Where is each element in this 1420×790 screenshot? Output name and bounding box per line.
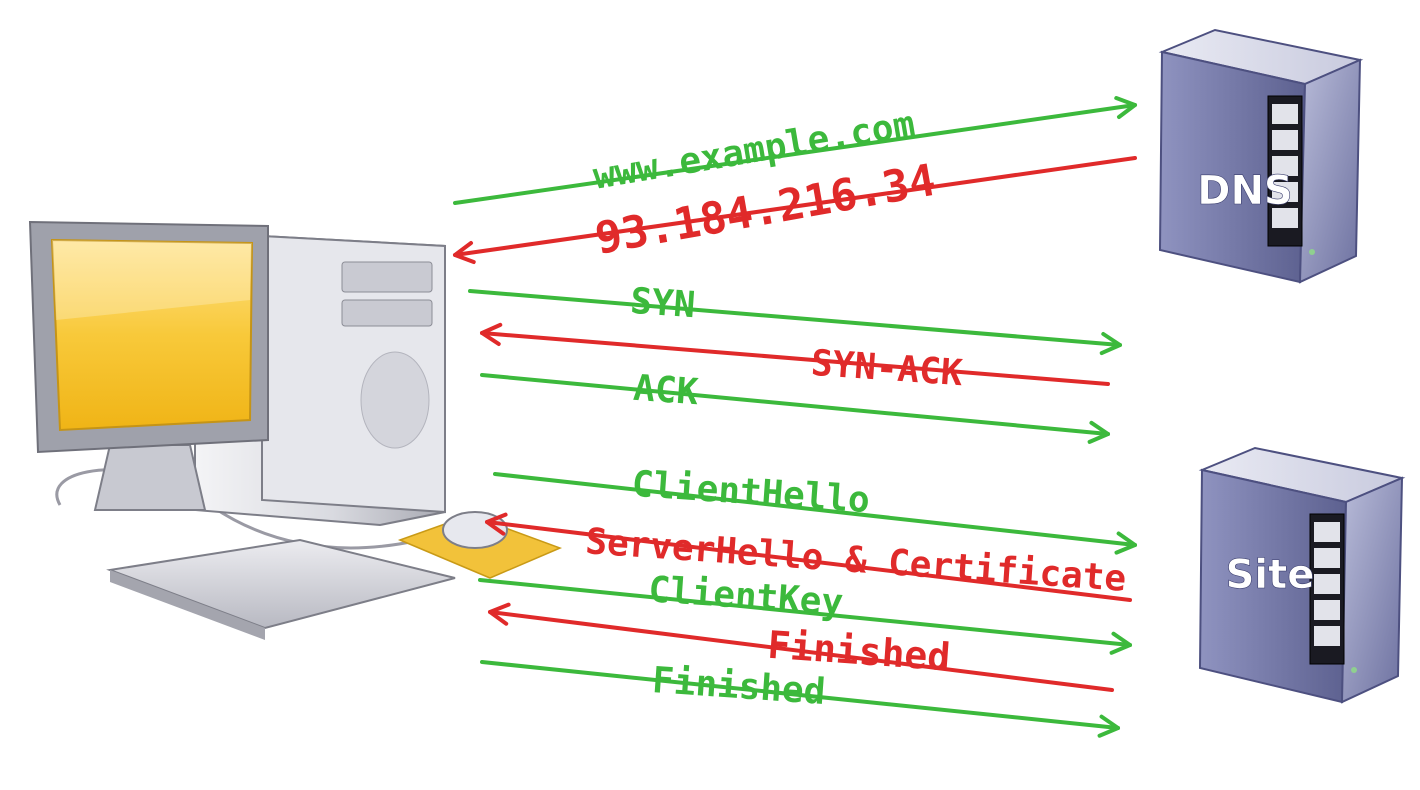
arrowhead-dns-answer [453, 241, 476, 265]
site-server-label: Site [1226, 552, 1315, 598]
arrowhead-server-hello [485, 512, 508, 536]
arrowhead-syn [1099, 331, 1122, 356]
arrow-dns-answer [453, 156, 1137, 257]
arrow-dns-query [453, 103, 1137, 205]
arrowhead-dns-query [1114, 96, 1137, 119]
arrow-finished-server [488, 610, 1114, 692]
arrow-client-key [478, 578, 1132, 647]
message-label-client-hello: ClientHello [630, 464, 871, 522]
arrow-syn [468, 289, 1122, 347]
arrowhead-client-key [1109, 631, 1132, 655]
desktop-computer-icon [28, 220, 563, 640]
message-label-ack: ACK [632, 368, 700, 413]
arrowhead-finished-server [488, 602, 511, 626]
arrow-finished-client [480, 660, 1120, 730]
dns-server-icon: DNS [1158, 28, 1364, 284]
site-server-icon: Site [1198, 446, 1406, 704]
arrow-server-hello [485, 520, 1132, 602]
message-arrows [453, 96, 1137, 738]
arrowhead-syn-ack [480, 322, 503, 346]
arrow-client-hello [493, 472, 1137, 547]
arrow-ack [480, 373, 1110, 436]
arrow-syn-ack [480, 331, 1110, 386]
arrowhead-client-hello [1114, 531, 1137, 555]
dns-server-label: DNS [1197, 168, 1293, 214]
message-label-syn: SYN [629, 281, 697, 326]
message-label-syn-ack: SYN-ACK [810, 343, 965, 395]
arrowhead-finished-client [1097, 714, 1120, 738]
arrowhead-ack [1087, 420, 1110, 444]
